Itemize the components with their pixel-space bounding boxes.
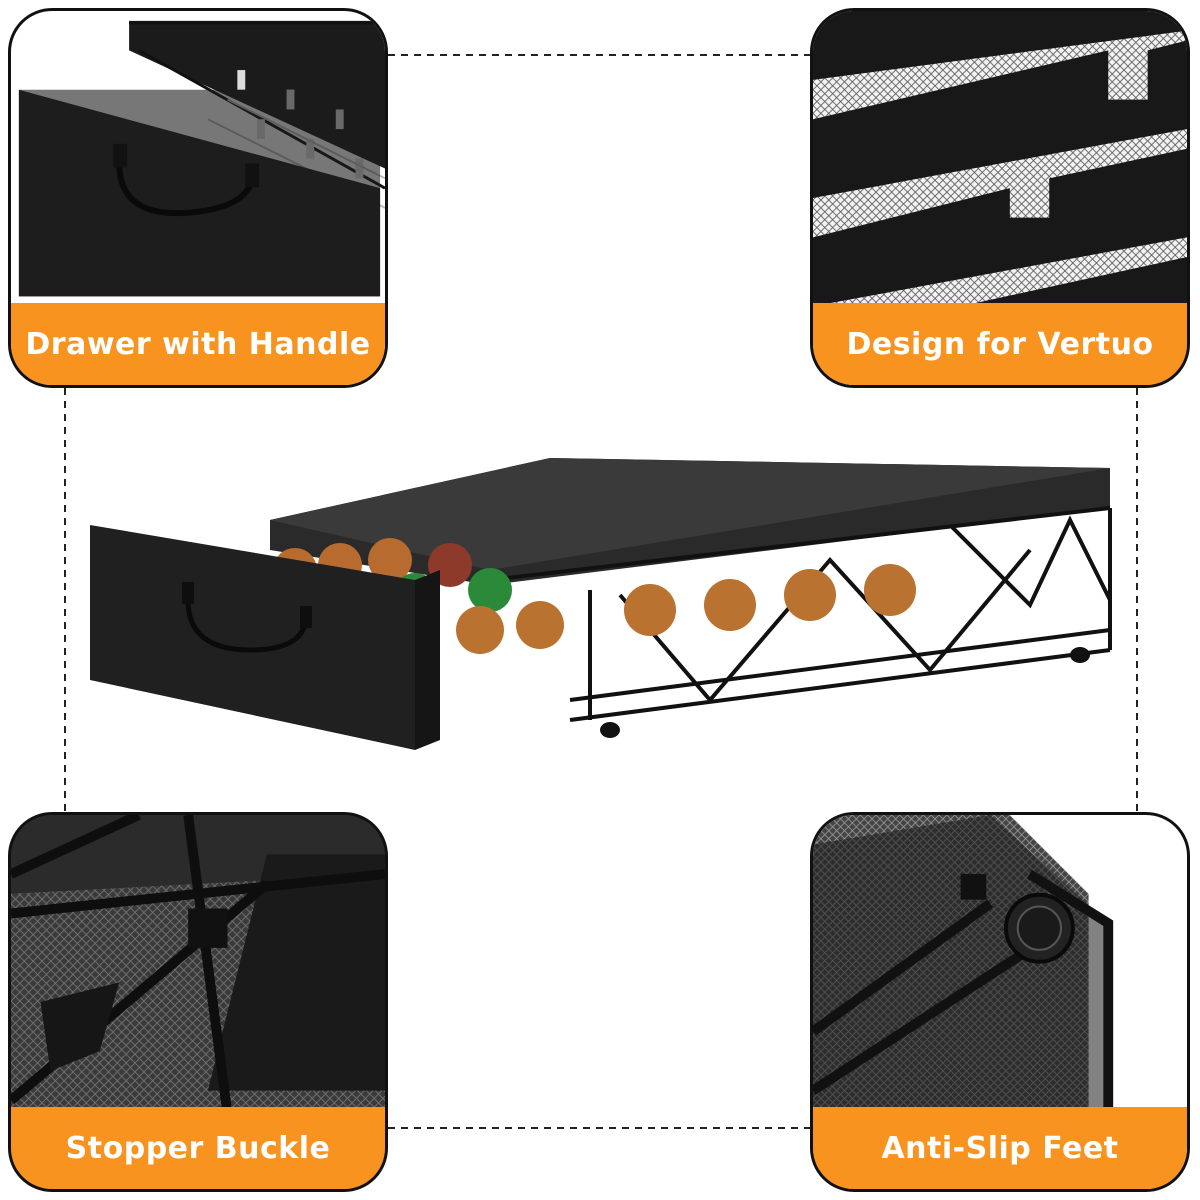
- drawer-front-handle-icon: [182, 582, 312, 653]
- drawer-handle-icon: [113, 143, 260, 217]
- stopper-buckle-label: Stopper Buckle: [11, 1107, 385, 1189]
- feature-card-vertuo: Design for Vertuo: [810, 8, 1190, 388]
- feature-card-drawer: Drawer with Handle: [8, 8, 388, 388]
- coffee-pod-drawer-product-image: [90, 458, 1112, 750]
- drawer-with-handle-label: Drawer with Handle: [11, 303, 385, 385]
- anti-slip-feet-label: Anti-Slip Feet: [813, 1107, 1187, 1189]
- feature-card-stopper: Stopper Buckle: [8, 812, 388, 1192]
- anti-slip-foot-icon: [1003, 892, 1075, 964]
- drawer-closeup-image: [11, 11, 385, 385]
- stopper-buckle-icon: [188, 908, 228, 948]
- design-for-vertuo-label: Design for Vertuo: [813, 303, 1187, 385]
- feature-card-feet: Anti-Slip Feet: [810, 812, 1190, 1192]
